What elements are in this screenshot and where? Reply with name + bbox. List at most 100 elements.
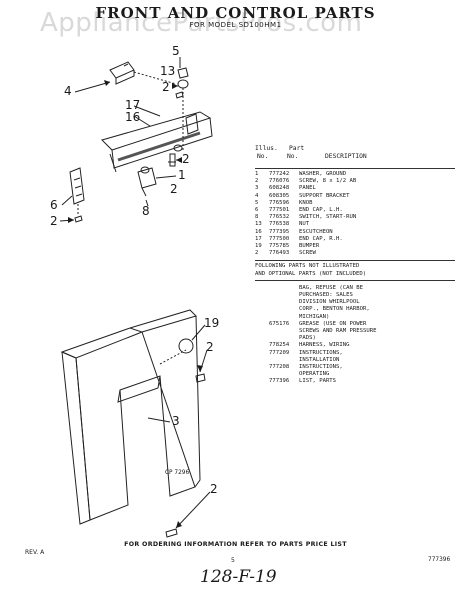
note-description-cell: INSTRUCTIONS, <box>299 349 343 356</box>
illus-cell: 16 <box>255 228 262 235</box>
note-row: MICHIGAN) <box>255 314 455 321</box>
panel-side <box>61 351 91 525</box>
illus-cell: 19 <box>255 243 262 250</box>
callout-2-lower: 2 <box>170 182 178 196</box>
table-row: 3 608248 PANEL <box>255 185 455 192</box>
note-description-cell: INSTRUCTIONS, <box>299 364 343 371</box>
arrowhead <box>176 157 182 163</box>
header-illus: Illus. <box>255 145 278 152</box>
panel-opening <box>117 375 161 403</box>
note-description-cell: BAG, REFUSE (CAN BE <box>299 284 363 291</box>
bumper <box>178 338 194 354</box>
screw-bottom <box>165 528 178 538</box>
callout-2-left: 2 <box>50 214 58 228</box>
leader-8 <box>145 199 149 207</box>
header-description: DESCRIPTION <box>325 153 367 160</box>
dotted-leader <box>133 71 177 85</box>
end-cap-lh <box>69 167 85 205</box>
note-row: OPERATING <box>255 371 455 378</box>
note-description-cell: SCREWS AND RAM PRESSURE <box>299 328 377 335</box>
callout-17: 17 <box>125 98 141 112</box>
note-row: SCREWS AND RAM PRESSURE <box>255 328 455 335</box>
illus-cell: 8 <box>255 214 259 221</box>
washer-ground <box>173 144 183 152</box>
spacer <box>255 350 269 357</box>
note-description-cell: PADS) <box>299 335 316 342</box>
handwritten-note: 128-F-19 <box>200 567 277 587</box>
watermark: AppliancePartsPros.com <box>40 8 363 38</box>
leader-2-bottom <box>175 491 211 529</box>
illus-cell: 6 <box>255 207 259 214</box>
note-part-cell <box>269 306 299 313</box>
part-cell: 608248 <box>269 185 290 192</box>
escutcheon-trim <box>117 131 201 162</box>
switch-post <box>141 187 147 197</box>
notes-heading-1: FOLLOWING PARTS NOT ILLUSTRATED <box>255 263 360 270</box>
description-cell: WASHER, GROUND <box>299 171 347 177</box>
end-cap-rh <box>185 113 199 135</box>
ordering-note: FOR ORDERING INFORMATION REFER TO PARTS … <box>124 541 347 548</box>
illus-cell: 4 <box>255 192 259 199</box>
note-row: INSTALLATION <box>255 357 455 364</box>
spacer <box>255 371 269 378</box>
panel-top <box>60 327 144 359</box>
spacer <box>255 299 269 306</box>
callout-2-bottom: 2 <box>210 482 218 496</box>
illus-cell: 3 <box>255 185 259 192</box>
arrowhead <box>68 217 74 223</box>
leader-17 <box>133 105 161 117</box>
dotted-leader <box>159 349 187 365</box>
part-cell: 776493 <box>269 250 290 257</box>
arrowhead <box>197 365 203 372</box>
header-no: No. <box>257 153 269 160</box>
end-cap-detail <box>73 177 81 181</box>
note-row: CORP., BENTON HARBOR, <box>255 306 455 313</box>
screw-left <box>74 215 83 223</box>
divider <box>255 168 455 169</box>
part-cell: 777500 <box>269 235 290 242</box>
leader-19 <box>191 324 206 341</box>
note-part-cell <box>269 328 299 335</box>
part-cell: 776076 <box>269 178 290 185</box>
spacer <box>255 364 269 371</box>
description-cell: BUMPER <box>299 243 320 250</box>
callout-13: 13 <box>160 64 176 78</box>
callout-4: 4 <box>64 84 72 98</box>
note-row: BAG, REFUSE (CAN BE <box>255 285 455 292</box>
spacer <box>255 314 269 321</box>
description-cell: ESCUTCHEON <box>299 228 333 235</box>
note-row: DIVISION WHIRLPOOL <box>255 299 455 306</box>
description-cell: SCREW, 8 x 1/2 AB <box>299 178 357 185</box>
note-description-cell: INSTALLATION <box>299 356 340 363</box>
screw-top <box>175 91 184 99</box>
spacer <box>255 335 269 342</box>
knob-5 <box>177 67 189 79</box>
leader-16 <box>133 115 151 127</box>
spacer <box>255 292 269 299</box>
switch-start-run <box>137 167 157 189</box>
description-cell: PANEL <box>299 185 316 192</box>
note-part-cell: 777208 <box>269 364 290 371</box>
revision-label: REV. A <box>25 549 45 556</box>
bracket-slot <box>123 63 129 67</box>
description-cell: END CAP, R.H. <box>299 235 343 242</box>
arrowhead <box>176 521 182 528</box>
escutcheon-face <box>111 117 213 169</box>
note-row: PURCHASED: SALES <box>255 292 455 299</box>
note-description-cell: CORP., BENTON HARBOR, <box>299 306 370 313</box>
note-part-cell: 777209 <box>269 349 290 356</box>
illus-cell: 13 <box>255 221 262 228</box>
table-header: Illus. Part No. No. DESCRIPTION <box>255 145 455 165</box>
part-cell: 777242 <box>269 171 290 177</box>
callout-2-top: 2 <box>162 80 170 94</box>
